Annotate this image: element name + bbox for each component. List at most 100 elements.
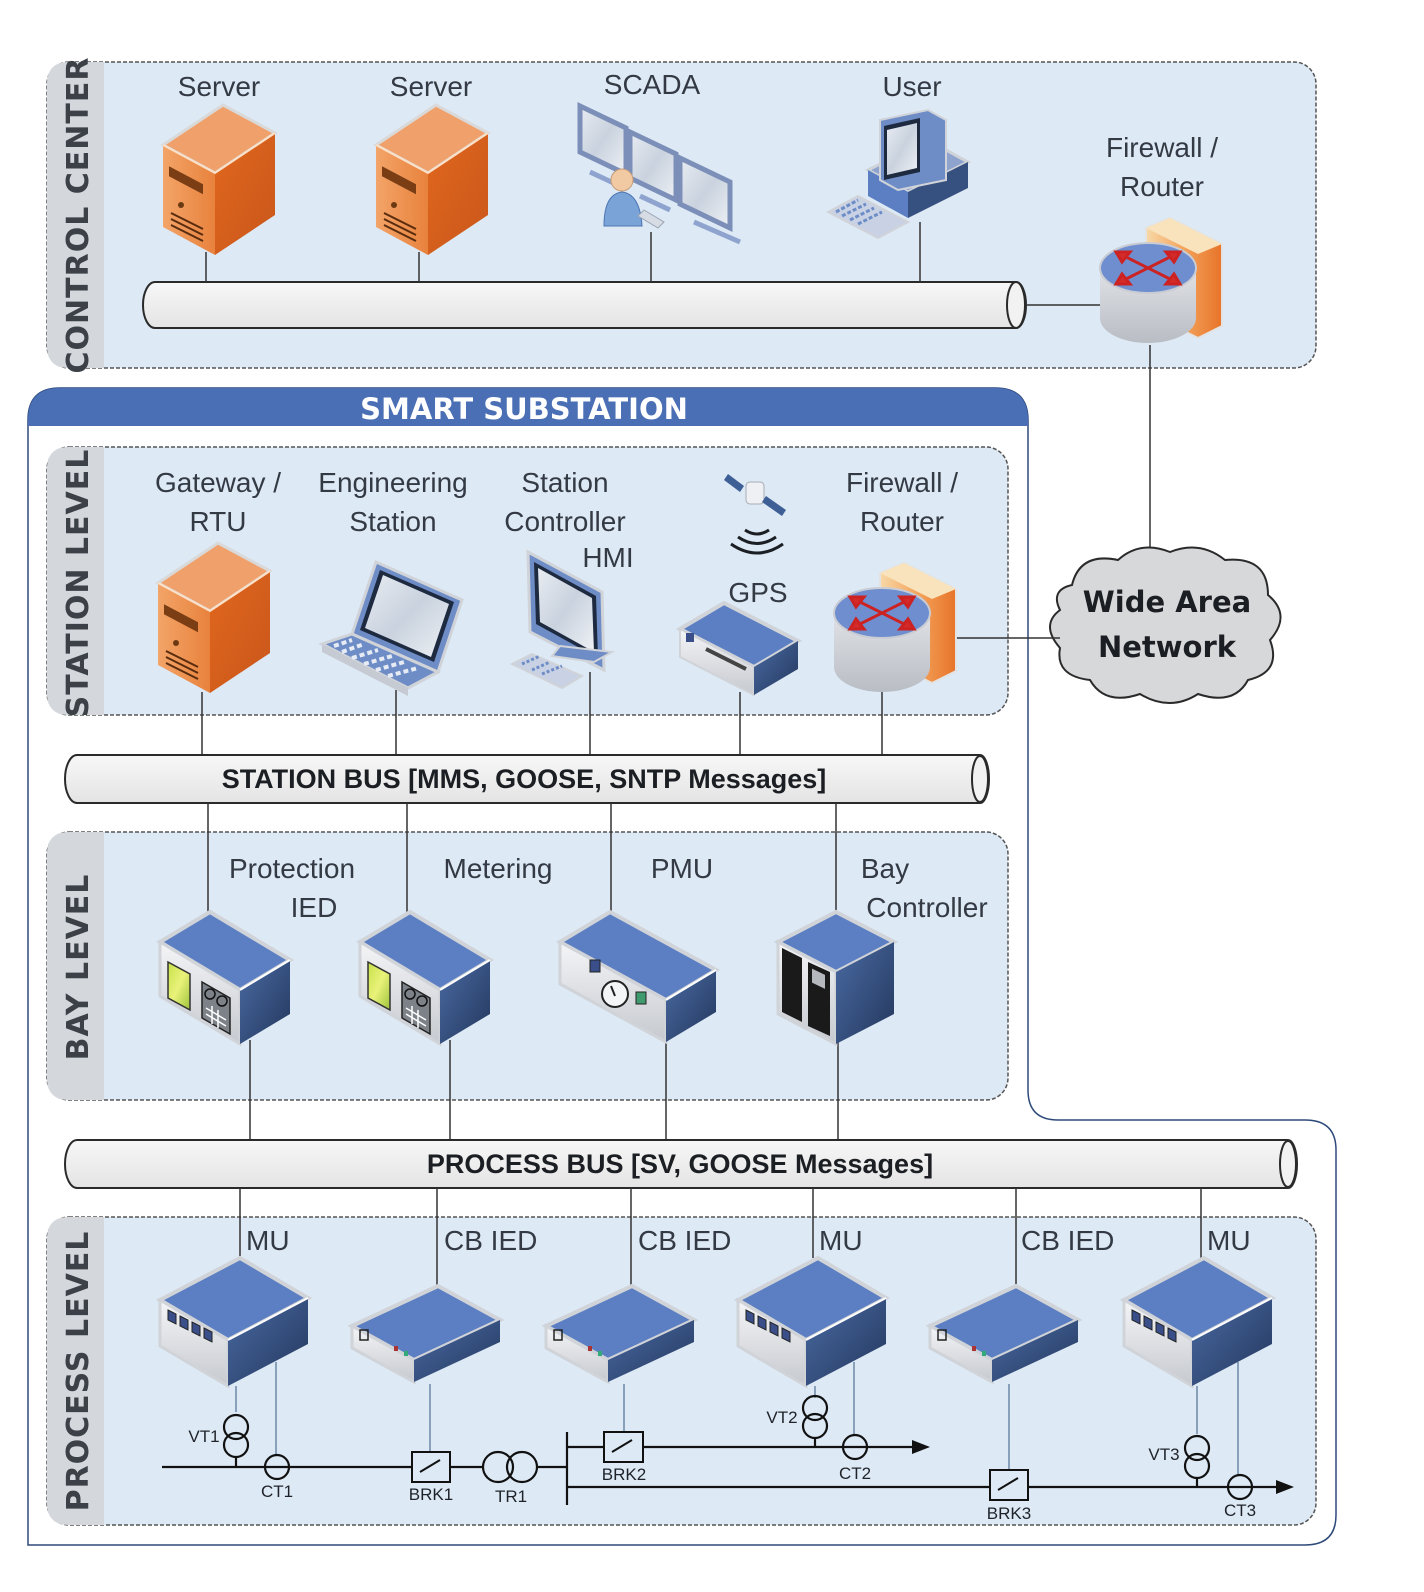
bay-level-label: BAY LEVEL	[61, 874, 96, 1061]
station-bus-label: STATION BUS [MMS, GOOSE, SNTP Messages]	[222, 764, 827, 794]
server-2-label: Server	[390, 71, 472, 102]
tr1-label: TR1	[495, 1487, 527, 1506]
process-level-links	[239, 1188, 1202, 1286]
firewall-router-icon	[1099, 216, 1223, 343]
metering-label: Metering	[444, 853, 553, 884]
bay-controller[interactable]: Bay Controller	[773, 853, 988, 1047]
brk1-symbol	[411, 1451, 451, 1483]
cb-ied-1-label: CB IED	[444, 1225, 537, 1256]
meter-icon	[358, 910, 492, 1046]
cb-ied-icon	[541, 1283, 699, 1385]
brk3-label: BRK3	[987, 1504, 1031, 1523]
control-center-firewall-router[interactable]: Firewall / Router	[1099, 132, 1223, 343]
laptop-icon	[318, 559, 464, 696]
signal-waves-icon	[730, 528, 784, 555]
server-1[interactable]: Server	[161, 71, 277, 257]
st-firewall-label-1: Firewall /	[846, 467, 958, 498]
cb-ied-icon	[347, 1283, 505, 1385]
cb-ied-3[interactable]: CB IED	[925, 1225, 1114, 1385]
vt1-label: VT1	[188, 1427, 219, 1446]
process-bus: PROCESS BUS [SV, GOOSE Messages]	[64, 1139, 1298, 1189]
ct2-label: CT2	[839, 1464, 871, 1483]
hmi-label-1: Station	[521, 467, 608, 498]
protection-ied[interactable]: Protection IED	[158, 853, 355, 1046]
satellite-icon	[724, 474, 786, 516]
bay-controller-icon	[773, 909, 899, 1047]
gateway-rtu[interactable]: Gateway / RTU	[155, 467, 281, 695]
gateway-label-1: Gateway /	[155, 467, 281, 498]
brk3-symbol	[989, 1469, 1029, 1501]
scada-label: SCADA	[604, 69, 701, 100]
gps[interactable]: GPS	[675, 474, 803, 697]
hmi-label-2: Controller	[504, 506, 625, 537]
arrow-icon	[1276, 1480, 1294, 1494]
wan-label-1: Wide Area	[1083, 585, 1251, 619]
merging-unit-3[interactable]: MU	[1119, 1225, 1277, 1389]
vt3-label: VT3	[1148, 1445, 1179, 1464]
protection-ied-icon	[158, 910, 292, 1046]
ct1-label: CT1	[261, 1482, 293, 1501]
single-line-diagram: VT1 CT1 BRK1 TR1 BRK2 VT2 CT2	[162, 1362, 1294, 1523]
gps-receiver-icon	[675, 600, 803, 697]
station-controller-hmi[interactable]: Station Controller HMI	[504, 467, 634, 690]
gps-label: GPS	[728, 577, 787, 608]
merging-unit-icon	[733, 1255, 891, 1389]
wan-label-2: Network	[1098, 630, 1237, 664]
monitor-icon	[509, 549, 616, 690]
control-center-label: CONTROL CENTER	[61, 57, 96, 374]
scada-workstation[interactable]: SCADA	[577, 69, 741, 245]
brk2-symbol	[603, 1431, 644, 1463]
control-center-links	[205, 222, 1151, 560]
gateway-label-2: RTU	[189, 506, 246, 537]
engineering-station[interactable]: Engineering Station	[318, 467, 468, 696]
mu-1-label: MU	[246, 1225, 290, 1256]
user-computer[interactable]: User	[825, 71, 972, 240]
merging-unit-2[interactable]: MU	[733, 1225, 891, 1389]
merging-unit-icon	[1119, 1255, 1277, 1389]
vt2-symbol	[801, 1394, 829, 1440]
merging-unit-icon	[155, 1255, 313, 1389]
metering-device[interactable]: Metering	[358, 853, 553, 1046]
brk1-label: BRK1	[409, 1485, 453, 1504]
bay-level-links	[207, 803, 839, 1140]
station-firewall-router[interactable]: Firewall / Router	[833, 467, 958, 692]
pmu-label: PMU	[651, 853, 713, 884]
scada-workstation-icon	[577, 102, 741, 245]
bay-controller-label-1: Bay	[861, 853, 909, 884]
ct3-symbol	[1226, 1473, 1254, 1501]
control-center-bus	[142, 281, 1027, 329]
cb-ied-2[interactable]: CB IED	[541, 1225, 731, 1385]
cb-ied-icon	[925, 1283, 1083, 1385]
pmu[interactable]: PMU	[555, 853, 721, 1045]
mu-2-label: MU	[819, 1225, 863, 1256]
user-label: User	[882, 71, 941, 102]
mu-3-label: MU	[1207, 1225, 1251, 1256]
ct1-symbol	[263, 1453, 291, 1481]
cb-ied-1[interactable]: CB IED	[347, 1225, 537, 1385]
merging-unit-1[interactable]: MU	[155, 1225, 313, 1389]
ct3-label: CT3	[1224, 1501, 1256, 1520]
arrow-icon	[912, 1440, 930, 1454]
wide-area-network[interactable]: Wide Area Network	[1049, 546, 1282, 704]
process-level-label: PROCESS LEVEL	[61, 1231, 96, 1512]
server-2[interactable]: Server	[374, 71, 490, 257]
smart-substation-title: SMART SUBSTATION	[360, 392, 688, 426]
cc-firewall-label-1: Firewall /	[1106, 132, 1218, 163]
tr1-symbol	[481, 1450, 539, 1484]
bay-level-panel: BAY LEVEL	[46, 831, 1009, 1101]
pmu-icon	[555, 909, 721, 1045]
cb-ied-2-label: CB IED	[638, 1225, 731, 1256]
vt2-label: VT2	[766, 1408, 797, 1427]
cb-ied-3-label: CB IED	[1021, 1225, 1114, 1256]
protection-label-1: Protection	[229, 853, 355, 884]
eng-label-1: Engineering	[318, 467, 467, 498]
ct2-symbol	[841, 1433, 869, 1461]
brk2-label: BRK2	[602, 1465, 646, 1484]
firewall-router-icon	[833, 561, 957, 692]
station-bus: STATION BUS [MMS, GOOSE, SNTP Messages]	[64, 754, 990, 804]
process-bus-label: PROCESS BUS [SV, GOOSE Messages]	[427, 1149, 933, 1179]
hmi-label-3: HMI	[582, 542, 633, 573]
station-level-label: STATION LEVEL	[61, 449, 96, 718]
cloud-icon	[1049, 546, 1282, 704]
